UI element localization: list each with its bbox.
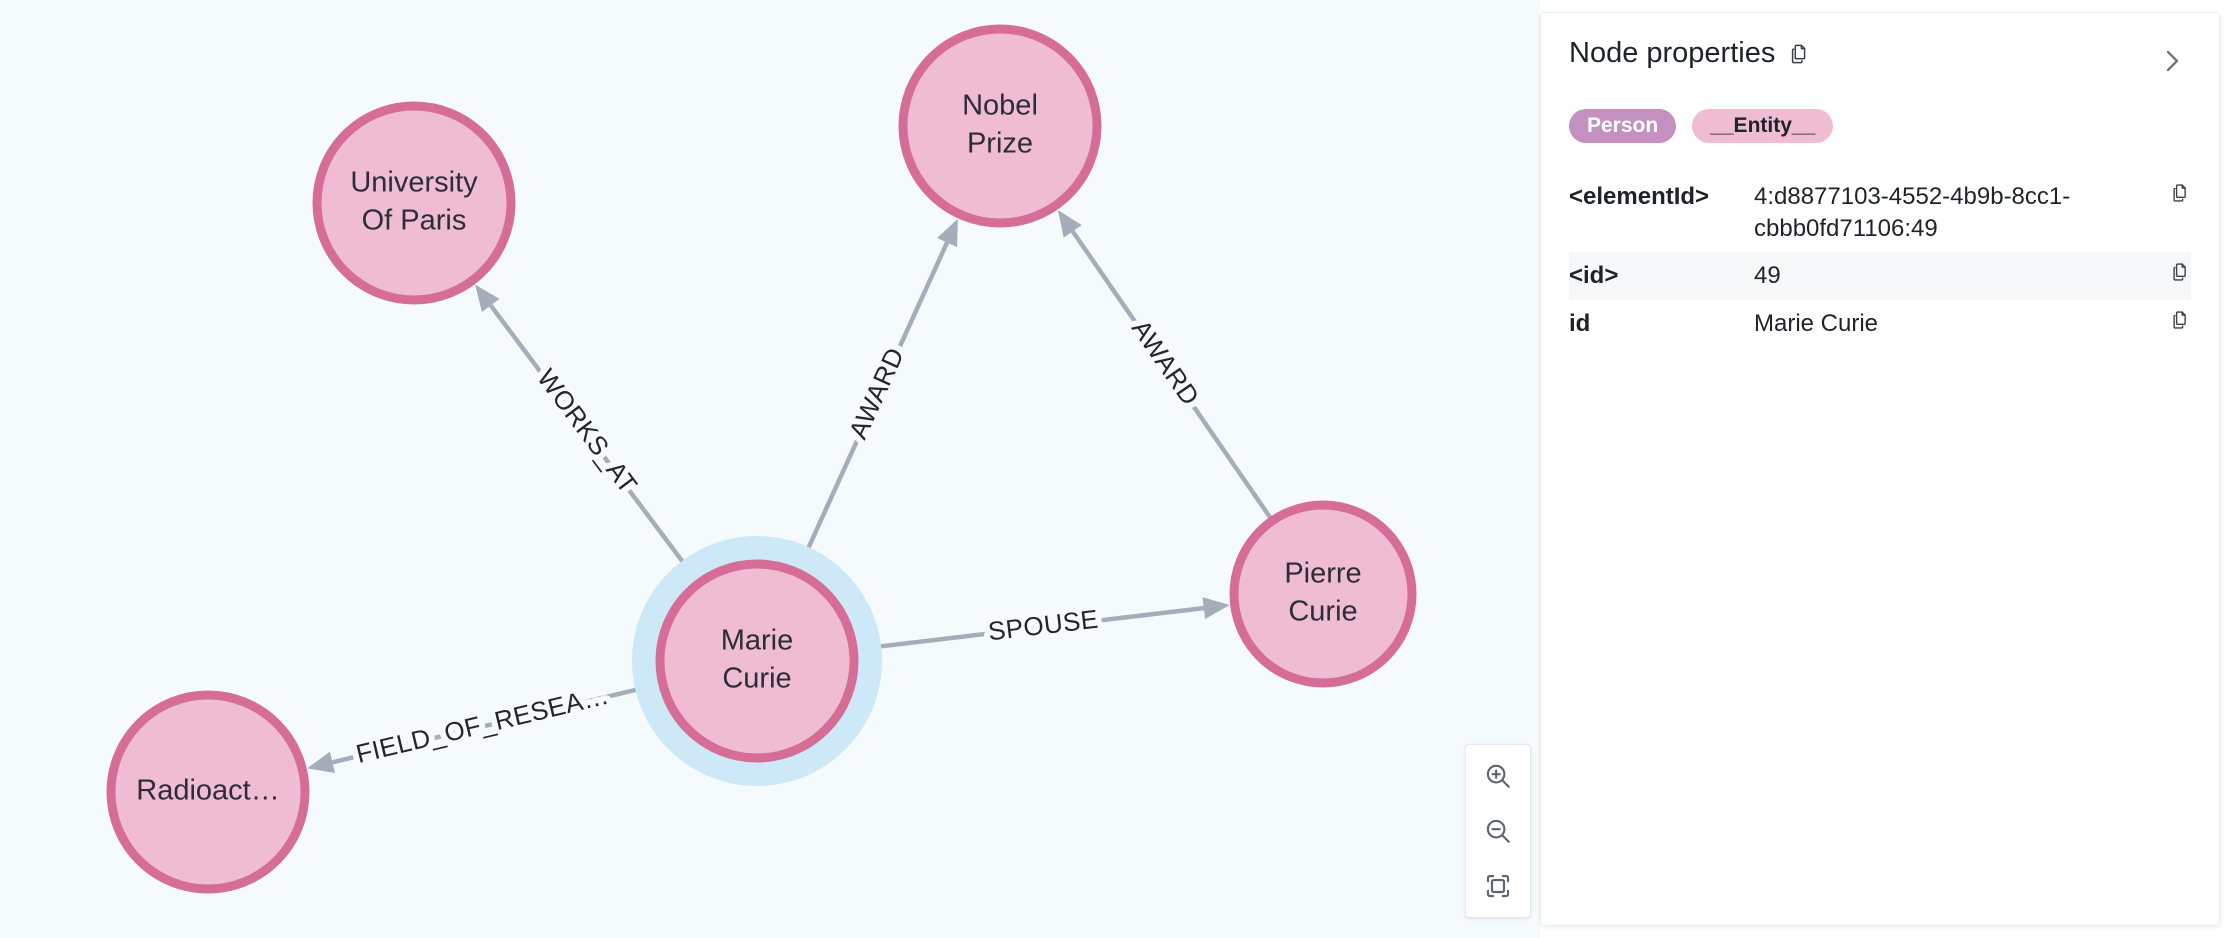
table-row: <id> 49 xyxy=(1569,252,2191,301)
copy-icon xyxy=(2169,183,2191,210)
table-row: id Marie Curie xyxy=(1569,300,2191,348)
node-circle[interactable] xyxy=(312,101,516,305)
node-circle[interactable] xyxy=(898,24,1102,228)
page-title: Node properties xyxy=(1569,37,1776,69)
zoom-out-icon xyxy=(1483,816,1513,846)
relationship-label: SPOUSE xyxy=(986,604,1100,647)
graph-node-radioactivity[interactable]: Radioact… xyxy=(106,690,310,894)
relationship-arrowhead xyxy=(937,218,958,248)
relationship-arrowhead xyxy=(1057,209,1082,238)
node-circle[interactable] xyxy=(1229,500,1417,688)
zoom-in-icon xyxy=(1483,761,1513,791)
relationship-label: AWARD xyxy=(843,343,910,444)
copy-property-button[interactable] xyxy=(2151,173,2191,252)
node-circle[interactable] xyxy=(655,559,859,763)
table-row: <elementId> 4:d8877103-4552-4b9b-8cc1-cbb… xyxy=(1569,173,2191,252)
node-circle[interactable] xyxy=(106,690,310,894)
relationship-label: FIELD_OF_RESEA… xyxy=(353,680,612,769)
relationship-label: AWARD xyxy=(1126,314,1206,411)
property-key: <id> xyxy=(1569,262,1619,290)
property-key: id xyxy=(1569,310,1591,338)
relationship-arrowhead xyxy=(475,284,500,313)
node-label-chip[interactable]: Person xyxy=(1569,109,1677,143)
copy-property-button[interactable] xyxy=(2151,252,2191,300)
zoom-controls xyxy=(1465,744,1531,918)
relationship-arrowhead xyxy=(307,751,336,773)
copy-property-button[interactable] xyxy=(2151,300,2191,348)
fit-to-screen-button[interactable] xyxy=(1471,861,1525,911)
chevron-right-icon xyxy=(2159,41,2185,86)
relationship-arrowhead xyxy=(1202,597,1230,620)
property-key: <elementId> xyxy=(1569,183,1710,210)
relationship-label: WORKS_AT xyxy=(531,363,643,499)
property-value: 49 xyxy=(1754,262,1781,290)
copy-icon[interactable] xyxy=(1787,42,1811,66)
property-value: 4:d8877103-4552-4b9b-8cc1-cbbb0fd71106:4… xyxy=(1754,183,2071,242)
property-value: Marie Curie xyxy=(1754,310,1879,338)
panel-header: Node properties xyxy=(1569,39,2191,83)
node-label-chip[interactable]: __Entity__ xyxy=(1692,109,1834,143)
zoom-in-button[interactable] xyxy=(1471,751,1525,801)
copy-icon xyxy=(2169,310,2191,337)
panel-title-group: Node properties xyxy=(1569,39,1811,68)
collapse-panel-button[interactable] xyxy=(2149,39,2191,88)
zoom-out-button[interactable] xyxy=(1471,806,1525,856)
relationship-field_of_research[interactable]: FIELD_OF_RESEA…FIELD_OF_RESEA… xyxy=(307,674,660,775)
node-properties-table: <elementId> 4:d8877103-4552-4b9b-8cc1-cbb… xyxy=(1569,173,2191,348)
copy-icon xyxy=(2169,262,2191,289)
node-labels-row: Person __Entity__ xyxy=(1569,109,2191,143)
fit-to-screen-icon xyxy=(1483,871,1513,901)
node-properties-panel: Node properties Person __Entity__ xyxy=(1540,12,2220,926)
